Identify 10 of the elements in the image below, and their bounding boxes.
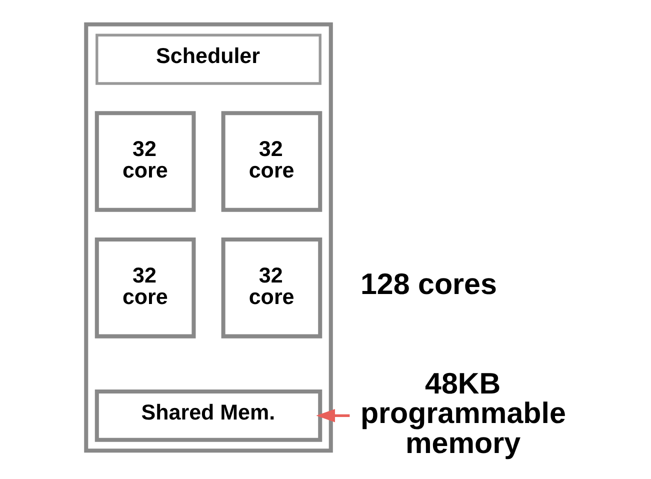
node-text: 48KB programmable memory bbox=[360, 368, 566, 460]
node-box: 32 core bbox=[94, 111, 196, 212]
node-box: Shared Mem. bbox=[94, 389, 322, 442]
node-box: 32 core bbox=[94, 237, 196, 338]
node-box: 32 core bbox=[221, 237, 322, 338]
cluster bbox=[84, 22, 333, 453]
label: 128 cores bbox=[360, 268, 497, 302]
node-box: Scheduler bbox=[96, 34, 322, 85]
node-box: 32 core bbox=[221, 111, 322, 212]
arrow bbox=[316, 409, 350, 422]
